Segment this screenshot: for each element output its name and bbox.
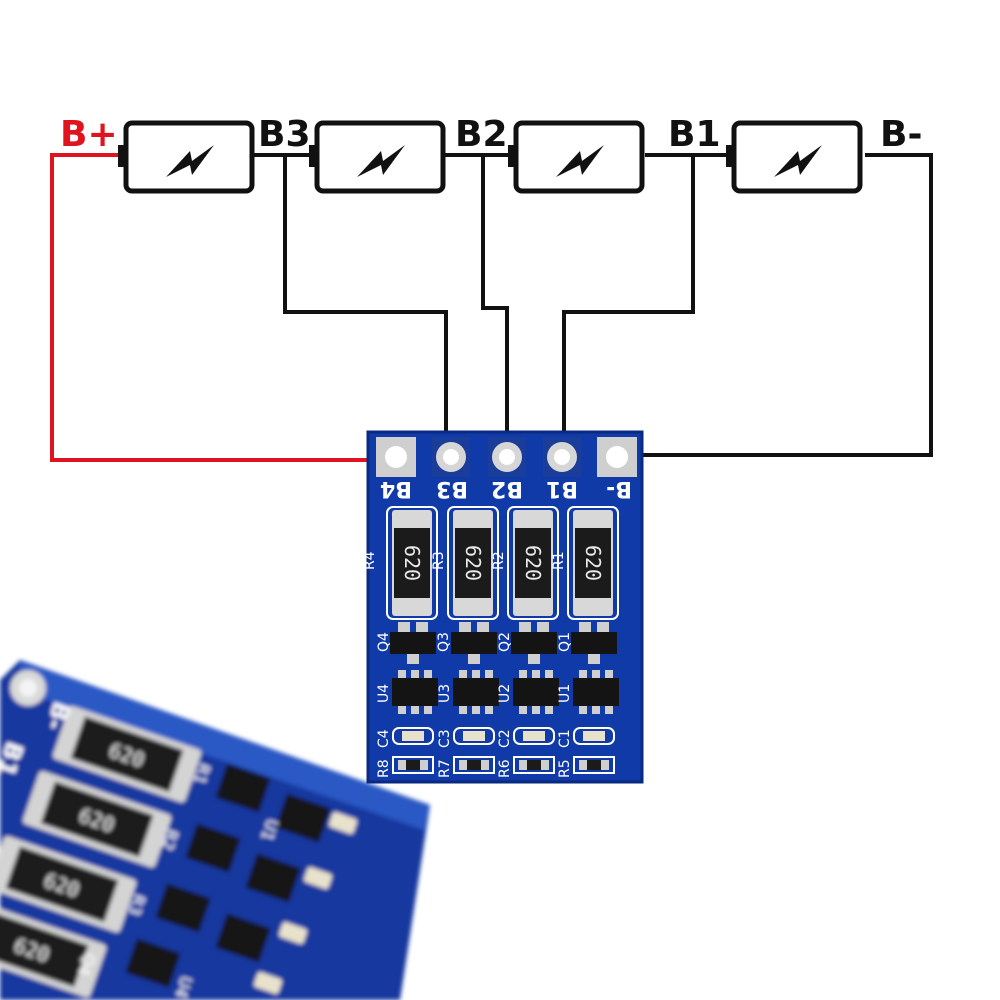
terminal-label-b3: B3 xyxy=(258,114,311,155)
ref-c3: C3 xyxy=(437,729,453,748)
wire-b-minus xyxy=(630,153,933,457)
small-resistor-r7 xyxy=(453,756,495,774)
photo-resistor: 620 xyxy=(22,771,172,868)
terminal-label-b2: B2 xyxy=(455,114,508,155)
photo-chip xyxy=(215,913,271,963)
photo-chip xyxy=(185,823,241,873)
resistor-r4: 620 xyxy=(386,506,438,620)
wire-b1 xyxy=(562,155,695,440)
ref-r8: R8 xyxy=(376,759,392,778)
capacitor-c2 xyxy=(513,727,555,745)
ref-c2: C2 xyxy=(497,729,513,748)
transistor-row xyxy=(390,622,617,664)
battery-icon xyxy=(726,120,863,194)
small-resistor-r8 xyxy=(392,756,434,774)
ref-u2: U2 xyxy=(497,684,513,703)
ref-q3: Q3 xyxy=(436,632,452,652)
ic-row xyxy=(392,670,619,714)
ref-u3: U3 xyxy=(437,684,453,703)
battery-icon xyxy=(118,120,255,194)
wiring xyxy=(50,153,933,462)
photo-capacitor xyxy=(278,922,308,944)
ref-r3: R3 xyxy=(431,551,447,570)
terminal-label-b-plus: B+ xyxy=(60,114,118,155)
photo-chip xyxy=(275,793,331,843)
wire-b2 xyxy=(481,155,509,440)
pad-label-b1: B1 xyxy=(546,476,578,501)
resistor-marking: 620 xyxy=(461,545,485,581)
small-resistor-r5 xyxy=(573,756,615,774)
ref-r5: R5 xyxy=(557,759,573,778)
photo-resistor: 620 xyxy=(52,706,202,803)
pad-label-b-minus: B- xyxy=(606,476,632,501)
pad-row xyxy=(376,437,637,477)
ref-u4: U4 xyxy=(376,684,392,703)
pad-b4 xyxy=(376,437,416,477)
pad-b1 xyxy=(543,437,581,477)
capacitor-c1 xyxy=(573,727,615,745)
ref-r2: R2 xyxy=(491,551,507,570)
photo-capacitor xyxy=(328,812,358,834)
photo-resistor: 620 xyxy=(0,901,107,998)
photo-capacitor xyxy=(303,867,333,889)
resistor-r3: 620 xyxy=(447,506,499,620)
photo-chip xyxy=(125,938,181,988)
capacitor-row xyxy=(392,727,615,745)
ref-q4: Q4 xyxy=(376,632,392,652)
ref-q2: Q2 xyxy=(497,632,513,652)
resistor-bank: 620 620 620 620 xyxy=(386,506,619,620)
photo-chip xyxy=(155,883,211,933)
transistor-q4 xyxy=(390,622,436,664)
transistor-q3 xyxy=(451,622,497,664)
resistor-r1: 620 xyxy=(567,506,619,620)
battery-icon xyxy=(309,120,446,194)
pad-b2 xyxy=(488,437,526,477)
photo-capacitor xyxy=(253,972,283,994)
ic-u4 xyxy=(392,670,438,714)
resistor-marking: 620 xyxy=(400,545,424,581)
ref-r4: R4 xyxy=(362,551,378,570)
ref-c1: C1 xyxy=(557,729,573,748)
pad-label-b2: B2 xyxy=(491,476,523,501)
photo-chip xyxy=(215,763,271,813)
photo-board: 620 620 620 620 B- B1 R xyxy=(0,660,430,1000)
ref-r7: R7 xyxy=(437,759,453,778)
capacitor-c4 xyxy=(392,727,434,745)
terminal-label-b1: B1 xyxy=(668,114,721,155)
pad-label-b4: B4 xyxy=(380,476,412,501)
ref-r1: R1 xyxy=(551,551,567,570)
resistor-r2: 620 xyxy=(507,506,559,620)
battery-string xyxy=(118,120,863,194)
small-resistor-r6 xyxy=(513,756,555,774)
pad-b-minus xyxy=(597,437,637,477)
ic-u2 xyxy=(513,670,559,714)
photo-chip xyxy=(245,853,301,903)
battery-icon xyxy=(508,120,645,194)
resistor-marking: 620 xyxy=(581,545,605,581)
terminal-label-b-minus: B- xyxy=(880,114,922,155)
pcb-board: B4 B3 B2 B1 B- 620 620 620 xyxy=(362,430,644,784)
pad-label-b3: B3 xyxy=(436,476,468,501)
ref-q1: Q1 xyxy=(557,632,573,652)
pad-b3 xyxy=(432,437,470,477)
ref-u1: U1 xyxy=(557,684,573,703)
capacitor-c3 xyxy=(453,727,495,745)
small-resistor-row xyxy=(392,756,615,774)
wire-b-plus xyxy=(50,153,372,462)
transistor-q1 xyxy=(571,622,617,664)
ref-c4: C4 xyxy=(376,729,392,748)
ref-r6: R6 xyxy=(497,759,513,778)
photo-resistor: 620 xyxy=(0,836,137,933)
resistor-marking: 620 xyxy=(521,545,545,581)
ic-u1 xyxy=(573,670,619,714)
ic-u3 xyxy=(453,670,499,714)
transistor-q2 xyxy=(511,622,557,664)
wire-b3 xyxy=(283,155,448,440)
